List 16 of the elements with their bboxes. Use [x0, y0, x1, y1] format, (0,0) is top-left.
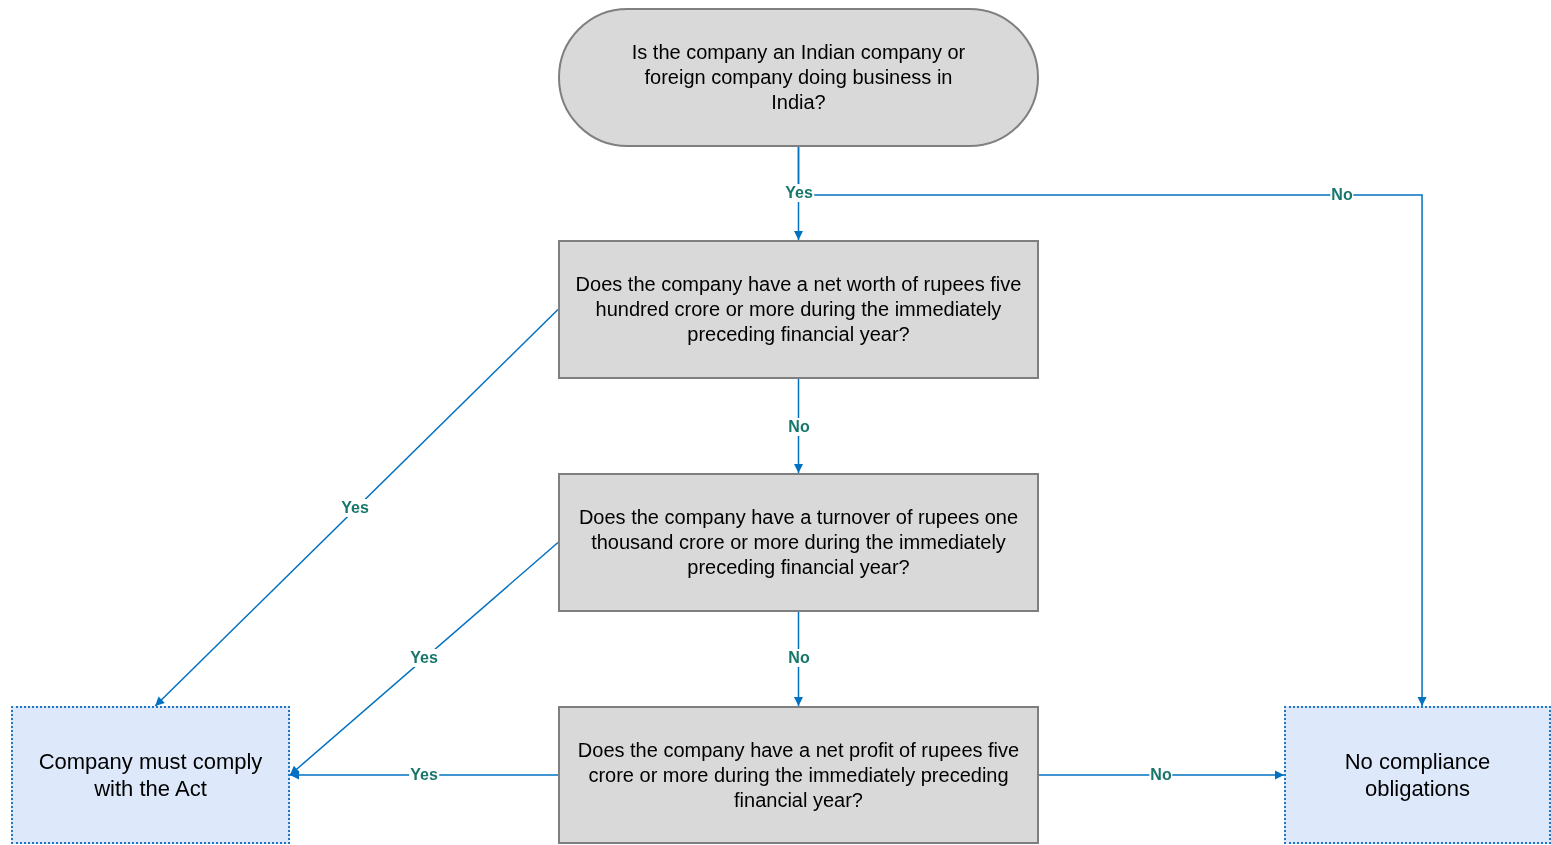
arrow — [797, 146, 1427, 707]
arrow — [289, 770, 559, 780]
decision-box: Does the company have a turnover of rupees one thousand crore or more during the immediately preceding financial year? — [558, 473, 1039, 612]
start-terminal: Is the company an Indian company or foreign company doing business in India? — [558, 8, 1039, 147]
edge-label: Yes — [340, 499, 370, 517]
edge-label: No — [787, 649, 811, 667]
outcome-box: Company must comply with the Act — [11, 706, 290, 844]
outcome-box: No compliance obligations — [1284, 706, 1551, 844]
arrow — [154, 308, 559, 707]
edge-label: No — [787, 418, 811, 436]
decision-box: Does the company have a net worth of rupees five hundred crore or more during the immediately preceding financial year? — [558, 240, 1039, 379]
arrow — [289, 541, 559, 776]
edge-label: Yes — [784, 184, 814, 202]
arrow — [1038, 770, 1285, 780]
decision-box: Does the company have a net profit of rupees five crore or more during the immediately preceding financial year? — [558, 706, 1039, 844]
edge-label: Yes — [409, 649, 439, 667]
